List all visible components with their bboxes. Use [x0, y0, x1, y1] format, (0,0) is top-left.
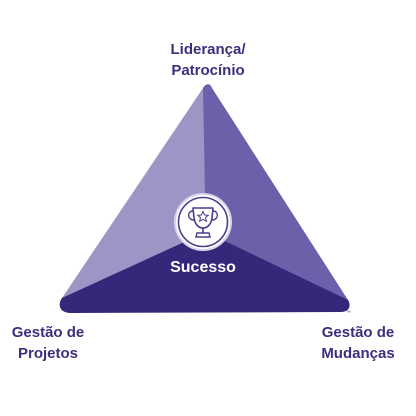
label-project-management: Gestão de Projetos: [0, 322, 98, 364]
center-label-success: Sucesso: [170, 259, 236, 276]
label-line: Liderança/: [170, 41, 246, 58]
label-line: Patrocínio: [171, 62, 245, 79]
label-line: Gestão de: [321, 324, 395, 341]
bottom-face: [59, 232, 350, 313]
label-change-management: Gestão de Mudanças: [296, 322, 416, 364]
trophy-icon: [174, 193, 232, 251]
label-leadership-sponsorship: Liderança/ Patrocínio: [128, 39, 288, 81]
label-line: Mudanças: [321, 345, 395, 362]
label-line: Projetos: [17, 345, 78, 362]
trademark-mark: ™: [346, 310, 351, 316]
label-line: Gestão de: [11, 324, 85, 341]
